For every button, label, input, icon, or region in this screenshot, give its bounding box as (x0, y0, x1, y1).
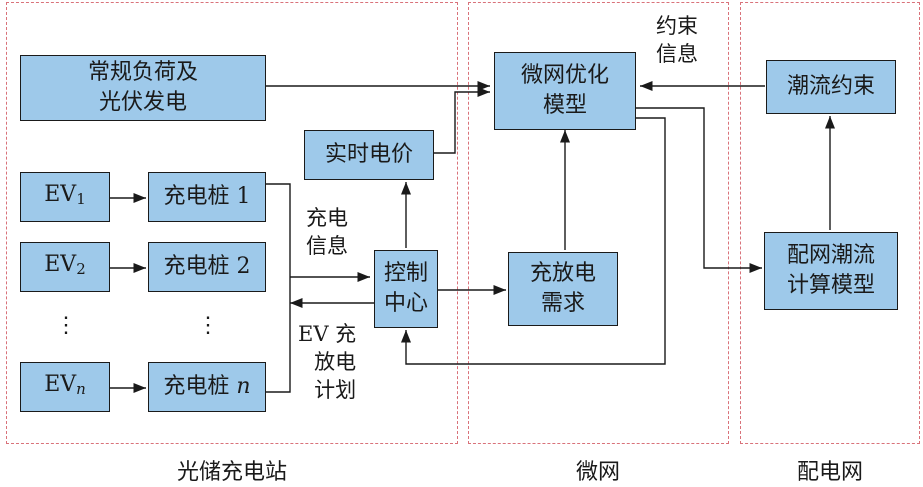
microgrid-region (468, 2, 729, 444)
conventional-load-line2: 光伏发电 (98, 90, 187, 115)
arrow-model-control (400, 117, 666, 365)
flow-constraint-box: 潮流约束 (766, 60, 896, 114)
pile-ellipsis: ⋮ (197, 313, 219, 338)
distribution-region (740, 2, 920, 444)
ev1-box: EV1 (20, 172, 110, 222)
pile2-text: 充电桩 2 (163, 254, 251, 279)
pile1-text: 充电桩 1 (163, 184, 251, 209)
station-region (6, 2, 458, 444)
pilen-box: 充电桩 n (148, 362, 266, 412)
pile2-box: 充电桩 2 (148, 242, 266, 292)
charge-demand-line2: 需求 (540, 291, 585, 316)
conventional-load-box: 常规负荷及 光伏发电 (20, 55, 266, 121)
evn-box: EVn (20, 362, 110, 412)
charge-demand-line1: 充放电 (529, 261, 596, 286)
control-center-line1: 控制 (383, 261, 428, 286)
realtime-price-text: 实时电价 (324, 142, 413, 167)
arrow-price-model (434, 86, 490, 154)
realtime-price-box: 实时电价 (304, 130, 434, 180)
microgrid-opt-line1: 微网优化 (520, 63, 609, 88)
pilen-text: 充电桩 n (163, 374, 251, 399)
pile1-box: 充电桩 1 (148, 172, 266, 222)
flow-calc-box: 配网潮流 计算模型 (764, 232, 898, 310)
flow-calc-line1: 配网潮流 (786, 243, 875, 268)
evn-text: EVn (44, 372, 86, 398)
charge-info-label: 充电 信息 (306, 206, 348, 258)
charge-demand-box: 充放电 需求 (508, 252, 618, 326)
microgrid-opt-box: 微网优化 模型 (494, 52, 636, 130)
ev2-box: EV2 (20, 242, 110, 292)
ev1-text: EV1 (44, 182, 86, 208)
station-label: 光储充电站 (176, 460, 287, 485)
ev2-text: EV2 (44, 252, 86, 278)
conventional-load-line1: 常规负荷及 (87, 60, 198, 85)
microgrid-opt-line2: 模型 (542, 93, 587, 118)
control-center-box: 控制 中心 (374, 250, 438, 328)
control-center-line2: 中心 (383, 291, 428, 316)
flow-calc-line2: 计算模型 (786, 273, 875, 298)
distribution-label: 配电网 (796, 460, 863, 485)
pile-bus (266, 183, 291, 393)
microgrid-label: 微网 (575, 460, 620, 485)
ev-ellipsis: ⋮ (55, 313, 77, 338)
arrow-model-calc (636, 107, 762, 274)
constraint-info-label: 约束 信息 (656, 14, 698, 66)
flow-constraint-text: 潮流约束 (786, 74, 875, 99)
ev-plan-label: EV 充 放电 计划 (298, 322, 357, 402)
